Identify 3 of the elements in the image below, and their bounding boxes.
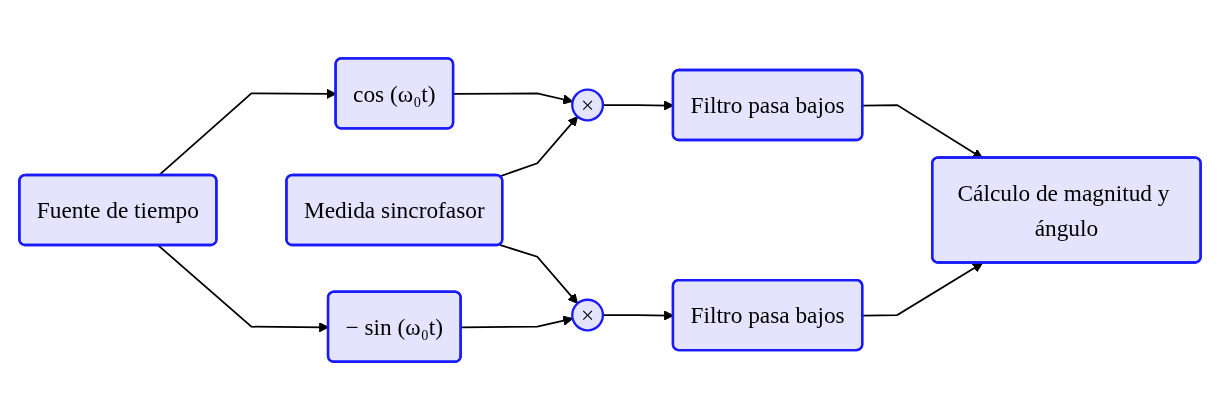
- node-circle: ×: [571, 298, 605, 332]
- arrow: [498, 243, 579, 304]
- node-circle: ×: [571, 88, 605, 122]
